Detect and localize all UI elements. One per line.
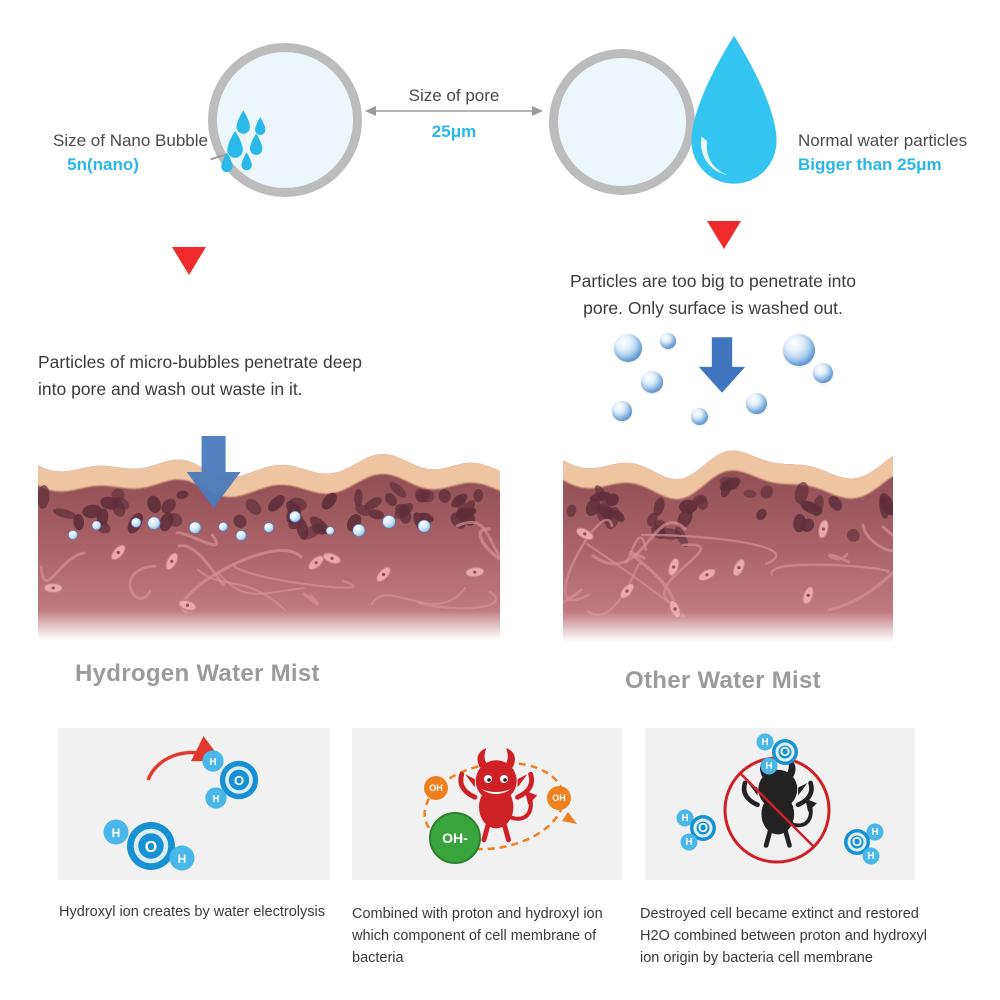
panel-bacteria-combine: OH- OH OH (352, 728, 622, 880)
pore-circle-left (208, 43, 362, 197)
water-bubble (783, 334, 815, 366)
water-bubble (614, 334, 642, 362)
right-section-title: Other Water Mist (625, 667, 821, 694)
panel-electrolysis: H O H O H H (58, 728, 330, 880)
svg-text:H: H (765, 761, 772, 772)
svg-text:H: H (209, 757, 216, 768)
caption-left: Particles of micro-bubbles penetrate dee… (38, 352, 362, 400)
pore-size-arrows (365, 106, 543, 116)
svg-text:O: O (234, 773, 244, 788)
svg-text:O: O (852, 834, 862, 849)
pore-circle-right (549, 49, 695, 195)
normal-water-value: Bigger than 25μm (798, 155, 942, 174)
panel-caption-combine: Combined with proton and hydroxyl ion wh… (352, 906, 603, 966)
caption-right: Particles are too big to penetrate into … (569, 271, 856, 319)
water-bubble (660, 333, 676, 349)
panel-caption-electrolysis: Hydroxyl ion creates by water electrolys… (59, 904, 325, 920)
svg-text:O: O (698, 820, 708, 835)
normal-water-label: Normal water particles (798, 131, 968, 150)
pore-size-label: Size of pore (408, 86, 500, 105)
nano-bubble-label-group: Size of Nano Bubble 5n(nano) (28, 131, 208, 175)
svg-text:H: H (685, 837, 692, 848)
red-arrow-left (172, 247, 206, 275)
svg-text:H: H (761, 737, 768, 748)
water-bubble (691, 408, 708, 425)
bacteria-combine-illustration: OH- OH OH (423, 728, 577, 864)
water-bubble (746, 393, 767, 414)
dead-bacteria-icon (744, 758, 817, 845)
water-drop-icon (691, 35, 777, 184)
bacteria-destroyed-illustration: H O H H O H H O H (676, 733, 884, 865)
svg-text:H: H (681, 813, 688, 824)
normal-water-label-group: Normal water particles Bigger than 25μm (798, 131, 998, 175)
red-arrow-right (707, 221, 741, 249)
panel-caption-destroyed: Destroyed cell became extinct and restor… (640, 906, 927, 966)
skin-cross-section-left (38, 436, 500, 640)
big-particles-cluster (585, 325, 845, 433)
svg-text:OH: OH (429, 783, 443, 793)
pore-size-value: 25μm (431, 122, 477, 141)
svg-text:H: H (867, 851, 874, 862)
svg-text:O: O (145, 839, 157, 856)
nano-bubble-label: Size of Nano Bubble (53, 131, 208, 150)
down-arrow-icon (698, 337, 746, 393)
svg-text:O: O (780, 744, 790, 759)
left-section-title: Hydrogen Water Mist (75, 660, 320, 687)
water-bubble (641, 371, 663, 393)
svg-text:OH-: OH- (442, 830, 468, 846)
water-bubble (612, 401, 632, 421)
svg-text:OH: OH (552, 793, 566, 803)
nano-bubble-value: 5n(nano) (67, 155, 139, 174)
panel-bacteria-destroyed: H O H H O H H O H (645, 728, 915, 880)
svg-text:H: H (871, 827, 878, 838)
electrolysis-illustration: H O H O H H (103, 736, 261, 880)
svg-text:H: H (178, 852, 187, 866)
svg-text:H: H (212, 794, 219, 805)
nano-droplets-icon (221, 110, 266, 173)
svg-text:H: H (112, 826, 121, 840)
skin-cross-section-right (563, 450, 893, 642)
water-bubble (813, 363, 833, 383)
